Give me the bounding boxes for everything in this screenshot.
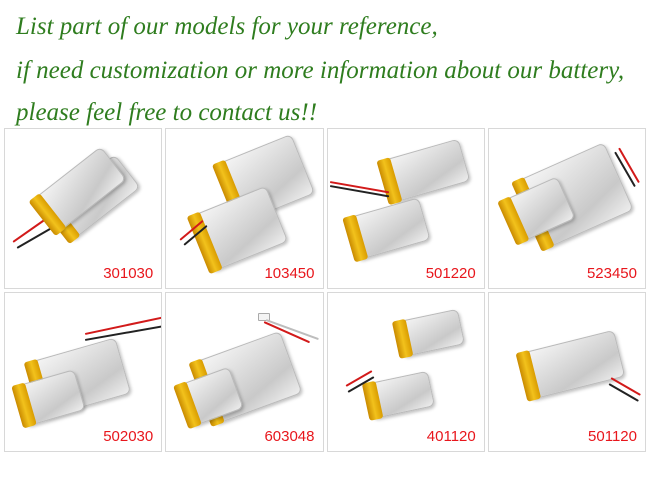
battery-image — [391, 308, 465, 359]
model-label: 501220 — [425, 264, 476, 282]
headline-line-1: List part of our models for your referen… — [16, 13, 438, 40]
model-label: 523450 — [586, 264, 637, 282]
model-label: 502030 — [103, 428, 154, 445]
battery-image — [515, 329, 626, 402]
model-grid: 301030 103450 501220 523450 502030 — [4, 128, 646, 452]
model-tile: 401120 — [326, 291, 485, 452]
model-tile: 301030 — [4, 128, 163, 289]
model-tile: 103450 — [165, 128, 324, 289]
headline-line-2: if need customization or more informatio… — [16, 57, 625, 84]
battery-image — [361, 370, 435, 421]
model-label: 401120 — [426, 428, 476, 445]
battery-wire-black — [16, 227, 53, 249]
model-label: 301030 — [103, 264, 154, 282]
model-tile: 502030 — [4, 291, 163, 452]
model-tile: 501120 — [487, 291, 646, 452]
battery-connector — [258, 312, 271, 321]
battery-image — [375, 138, 470, 206]
model-tile: 523450 — [487, 128, 646, 289]
model-label: 501120 — [588, 428, 637, 445]
headline-line-3: please feel free to contact us!! — [16, 99, 318, 126]
model-tile: 603048 — [165, 291, 324, 452]
battery-image — [11, 368, 86, 429]
model-tile: 501220 — [326, 128, 485, 289]
battery-image — [341, 197, 431, 263]
model-label: 103450 — [264, 264, 315, 282]
model-label: 603048 — [264, 428, 315, 445]
